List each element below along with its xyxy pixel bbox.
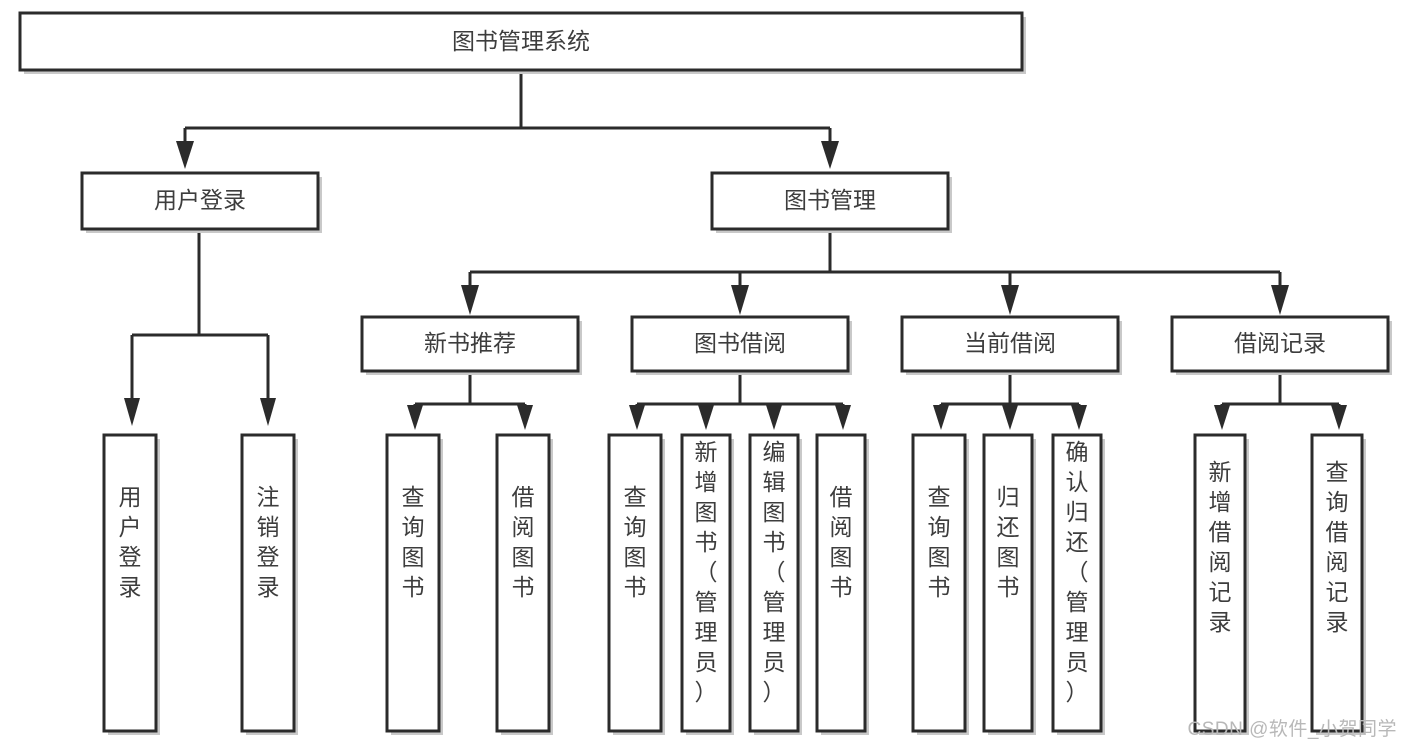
node-leaf-query-book-3-label: 查询图书: [928, 484, 951, 600]
node-leaf-add-book-box[interactable]: [680, 433, 732, 733]
node-leaf-query-book-1[interactable]: 查询图书: [385, 433, 443, 735]
node-borrow-record-label: 借阅记录: [1234, 330, 1326, 356]
arrow-head-leaf-add-book: [698, 405, 714, 430]
node-leaf-query-record-box[interactable]: [1310, 433, 1364, 733]
node-leaf-edit-book-label: 编辑图书（管理员）: [763, 439, 786, 705]
connector-group-book-borrow: [629, 373, 851, 430]
node-user-login[interactable]: 用户登录: [80, 171, 322, 233]
node-leaf-query-book-2-label: 查询图书: [624, 484, 647, 600]
connector-group-borrow-record: [1214, 373, 1347, 430]
node-leaf-add-book-label: 新增图书（管理员）: [695, 439, 718, 705]
node-leaf-add-record-label: 新增借阅记录: [1209, 459, 1232, 635]
node-leaf-borrow-book-1[interactable]: 借阅图书: [495, 433, 553, 735]
arrow-head-leaf-add-record: [1214, 405, 1230, 430]
node-borrow-record-box[interactable]: [1170, 315, 1390, 373]
node-leaf-add-record[interactable]: 新增借阅记录: [1193, 433, 1249, 735]
node-root[interactable]: 图书管理系统: [18, 11, 1026, 74]
arrow-head-leaf-return-book: [1002, 405, 1018, 430]
arrow-head-book-management: [821, 141, 839, 169]
arrow-head-leaf-query-book-2: [629, 405, 645, 430]
node-leaf-edit-book-box[interactable]: [748, 433, 800, 733]
arrow-head-leaf-user-logout: [260, 398, 276, 426]
node-book-borrow-label: 图书借阅: [694, 330, 786, 356]
arrow-head-leaf-user-login: [124, 398, 140, 426]
node-leaf-borrow-book-1-label: 借阅图书: [512, 484, 535, 600]
arrow-head-leaf-edit-book: [766, 405, 782, 430]
node-new-book-recommend-label: 新书推荐: [424, 330, 516, 356]
node-leaf-borrow-book-1-box[interactable]: [495, 433, 551, 733]
node-leaf-confirm-return-label: 确认归还（管理员）: [1066, 439, 1089, 705]
node-user-login-box[interactable]: [80, 171, 320, 231]
node-leaf-query-record[interactable]: 查询借阅记录: [1310, 433, 1366, 735]
arrow-head-leaf-query-book-1: [407, 405, 423, 430]
node-leaf-query-book-2-box[interactable]: [607, 433, 663, 733]
node-leaf-query-book-3[interactable]: 查询图书: [911, 433, 969, 735]
node-leaf-query-book-1-box[interactable]: [385, 433, 441, 733]
node-leaf-user-login-box[interactable]: [102, 433, 158, 733]
arrow-head-borrow-record: [1271, 285, 1289, 315]
node-new-book-recommend[interactable]: 新书推荐: [360, 315, 582, 375]
arrow-head-leaf-confirm-return: [1071, 405, 1087, 430]
node-leaf-query-book-1-label: 查询图书: [402, 484, 425, 600]
node-leaf-user-logout-label: 注销登录: [257, 484, 280, 600]
node-leaf-borrow-book-2-label: 借阅图书: [830, 484, 853, 600]
node-leaf-return-book[interactable]: 归还图书: [982, 433, 1036, 735]
node-leaf-user-logout-box[interactable]: [240, 433, 296, 733]
node-book-management[interactable]: 图书管理: [710, 171, 952, 233]
node-leaf-confirm-return[interactable]: 确认归还（管理员）: [1051, 433, 1105, 735]
node-new-book-recommend-box[interactable]: [360, 315, 580, 373]
node-leaf-query-book-3-box[interactable]: [911, 433, 967, 733]
watermark: CSDN @软件_小贺同学: [1187, 719, 1397, 740]
node-current-borrow[interactable]: 当前借阅: [900, 315, 1122, 375]
node-leaf-return-book-label: 归还图书: [997, 484, 1020, 600]
node-book-management-box[interactable]: [710, 171, 950, 231]
connector-group-new-book-recommend: [407, 373, 533, 430]
node-root-box[interactable]: [18, 11, 1024, 72]
node-leaf-borrow-book-2-box[interactable]: [815, 433, 867, 733]
arrow-head-leaf-borrow-book-1: [517, 405, 533, 430]
node-leaf-user-logout[interactable]: 注销登录: [240, 433, 298, 735]
arrow-head-leaf-borrow-book-2: [835, 405, 851, 430]
node-leaf-edit-book[interactable]: 编辑图书（管理员）: [748, 433, 802, 735]
node-root-label: 图书管理系统: [452, 28, 590, 54]
node-book-borrow-box[interactable]: [630, 315, 850, 373]
node-current-borrow-label: 当前借阅: [964, 330, 1056, 356]
node-borrow-record[interactable]: 借阅记录: [1170, 315, 1392, 375]
node-book-management-label: 图书管理: [784, 187, 876, 213]
connector-group-current-borrow: [933, 373, 1087, 430]
node-book-borrow[interactable]: 图书借阅: [630, 315, 852, 375]
node-leaf-borrow-book-2[interactable]: 借阅图书: [815, 433, 869, 735]
connector-group-user-login: [124, 231, 276, 426]
arrow-head-user-login: [176, 141, 194, 169]
arrow-head-leaf-query-record: [1331, 405, 1347, 430]
arrow-head-new-book-recommend: [461, 285, 479, 315]
node-leaf-query-record-label: 查询借阅记录: [1326, 459, 1349, 635]
connector-group-root: [176, 72, 839, 169]
node-leaf-user-login[interactable]: 用户登录: [102, 433, 160, 735]
node-leaf-confirm-return-box[interactable]: [1051, 433, 1103, 733]
node-leaf-add-record-box[interactable]: [1193, 433, 1247, 733]
node-current-borrow-box[interactable]: [900, 315, 1120, 373]
node-user-login-label: 用户登录: [154, 187, 246, 213]
node-leaf-query-book-2[interactable]: 查询图书: [607, 433, 665, 735]
node-leaf-add-book[interactable]: 新增图书（管理员）: [680, 433, 734, 735]
arrow-head-current-borrow: [1001, 285, 1019, 315]
node-leaf-user-login-label: 用户登录: [119, 484, 142, 600]
arrow-head-book-borrow: [731, 285, 749, 315]
arrow-head-leaf-query-book-3: [933, 405, 949, 430]
node-leaf-return-book-box[interactable]: [982, 433, 1034, 733]
connector-group-book-management: [461, 231, 1289, 315]
